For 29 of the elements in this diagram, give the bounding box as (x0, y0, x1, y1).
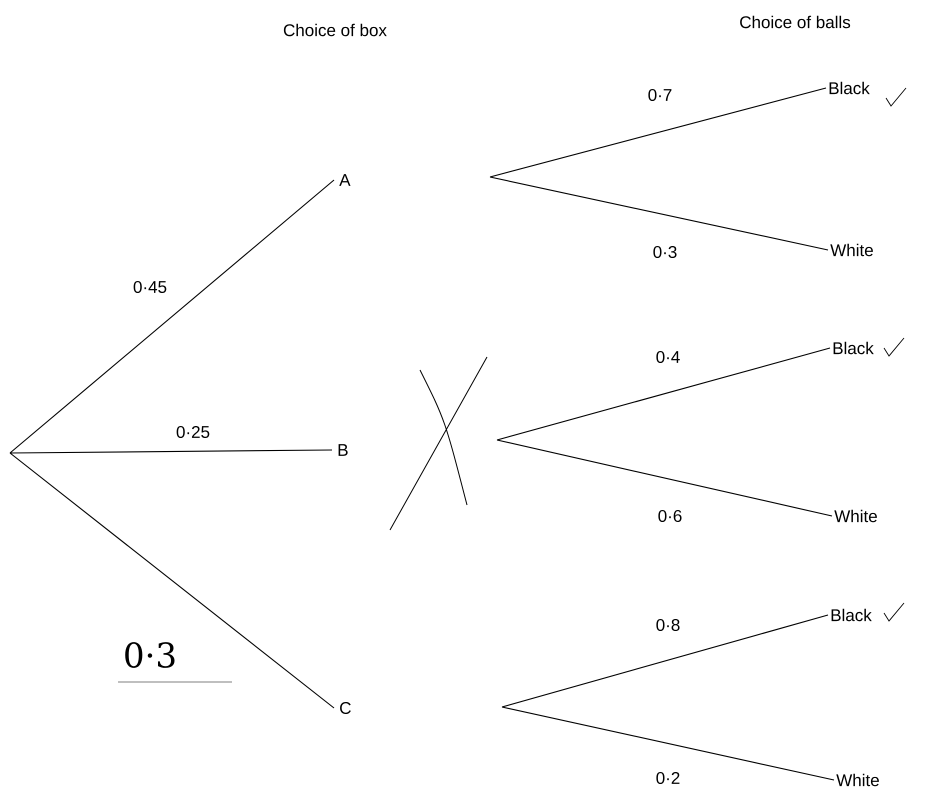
outcome-label: C (340, 702, 351, 714)
branch-line (10, 449, 332, 454)
branch-line (502, 614, 828, 708)
branch-line (10, 452, 334, 708)
probability-label: 0·2 (656, 772, 680, 784)
branch-line (10, 180, 334, 454)
outcome-label: Black (830, 82, 870, 94)
branch-line (496, 439, 832, 517)
column-heading: Choice of box (284, 24, 387, 36)
column-heading: Choice of balls (740, 16, 850, 28)
probability-label: 0·6 (658, 510, 682, 522)
outcome-label: A (339, 174, 350, 186)
handwritten-probability: 0·3 (118, 642, 232, 682)
branch-line (490, 87, 826, 178)
probability-label: 0·45 (134, 280, 166, 294)
probability-label: 0·8 (656, 618, 680, 632)
outcome-label: White (830, 244, 873, 256)
outcome-label: White (834, 510, 877, 522)
probability-label: 0·4 (656, 350, 680, 364)
branch-line (490, 176, 828, 251)
branch-line (496, 347, 830, 441)
branch-line (502, 706, 834, 781)
outcome-label: Black (832, 608, 872, 622)
probability-label: 0·25 (176, 426, 210, 438)
probability-label: 0·7 (648, 88, 672, 102)
outcome-label: B (338, 444, 348, 456)
probability-label: 0·3 (653, 246, 677, 258)
outcome-label: White (836, 774, 879, 786)
outcome-label: Black (834, 342, 874, 354)
